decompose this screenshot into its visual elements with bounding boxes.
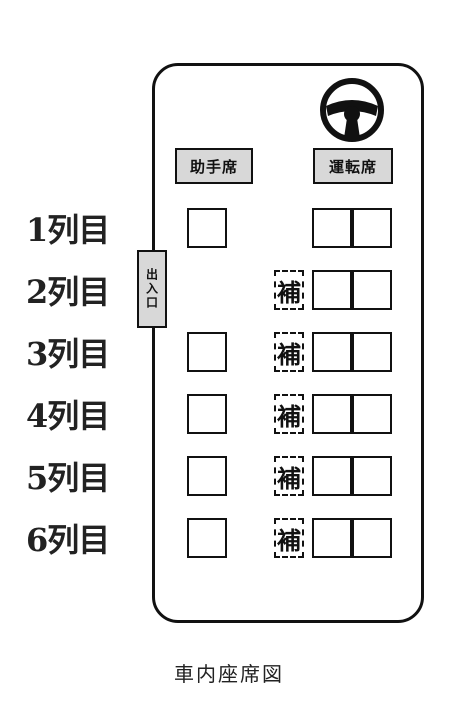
passenger-seat-label: 助手席 <box>175 148 253 184</box>
auxiliary-seat: 補 <box>274 518 304 558</box>
right-seat <box>352 208 392 248</box>
row-label: 3列目 <box>26 335 110 373</box>
right-seat <box>352 270 392 310</box>
auxiliary-seat: 補 <box>274 332 304 372</box>
right-seat <box>312 332 352 372</box>
right-seat <box>312 208 352 248</box>
row-label: 2列目 <box>26 273 110 311</box>
left-seat <box>187 456 227 496</box>
left-seat <box>187 394 227 434</box>
steering-wheel-icon <box>320 78 384 142</box>
right-seat <box>312 518 352 558</box>
auxiliary-seat: 補 <box>274 456 304 496</box>
auxiliary-seat: 補 <box>274 394 304 434</box>
right-seat <box>352 332 392 372</box>
left-seat <box>187 332 227 372</box>
diagram-caption: 車内座席図 <box>174 662 284 686</box>
right-seat <box>352 456 392 496</box>
row-label: 6列目 <box>26 521 110 559</box>
entrance-label: 出入口 <box>137 250 167 328</box>
right-seat <box>312 394 352 434</box>
auxiliary-seat: 補 <box>274 270 304 310</box>
right-seat <box>312 270 352 310</box>
row-label: 5列目 <box>26 459 110 497</box>
left-seat <box>187 208 227 248</box>
left-seat <box>187 518 227 558</box>
right-seat <box>352 518 392 558</box>
right-seat <box>312 456 352 496</box>
driver-seat-label: 運転席 <box>313 148 393 184</box>
row-label: 1列目 <box>26 211 110 249</box>
row-label: 4列目 <box>26 397 110 435</box>
right-seat <box>352 394 392 434</box>
